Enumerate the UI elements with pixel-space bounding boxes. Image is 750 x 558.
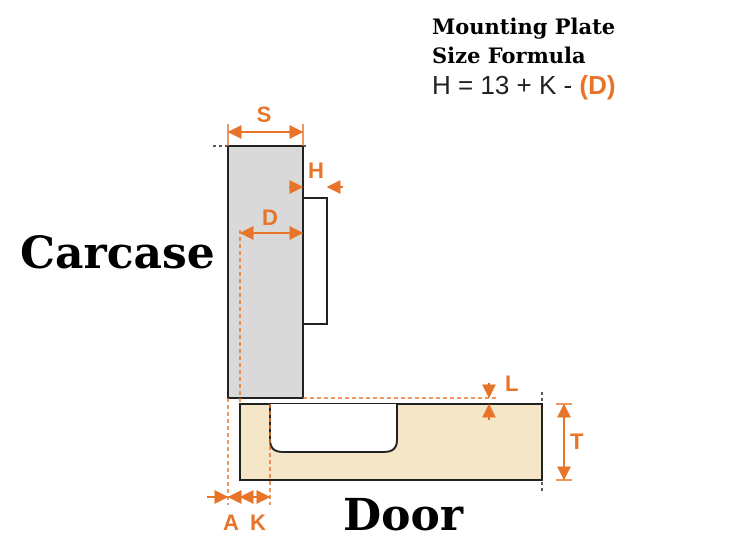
l-dimension-label: L — [505, 371, 518, 396]
d-dimension-label: D — [262, 205, 278, 230]
mounting-plate — [302, 197, 328, 325]
hinge-cup-recess — [269, 404, 398, 453]
formula-title-line-2: Size Formula — [432, 43, 586, 68]
carcase-label: Carcase — [20, 228, 215, 279]
s-dimension-label: S — [257, 102, 272, 127]
formula-highlight: (D) — [579, 70, 616, 100]
formula-title-line-1: Mounting Plate — [432, 14, 616, 39]
formula-text: H = 13 + K - — [432, 70, 580, 100]
formula-expression: H = 13 + K - (D) — [432, 70, 616, 101]
door-label: Door — [343, 490, 464, 541]
t-dimension-label: T — [570, 429, 584, 454]
h-dimension-label: H — [308, 158, 324, 183]
k-dimension-label: K — [250, 510, 266, 535]
a-dimension-label: A — [223, 510, 239, 535]
